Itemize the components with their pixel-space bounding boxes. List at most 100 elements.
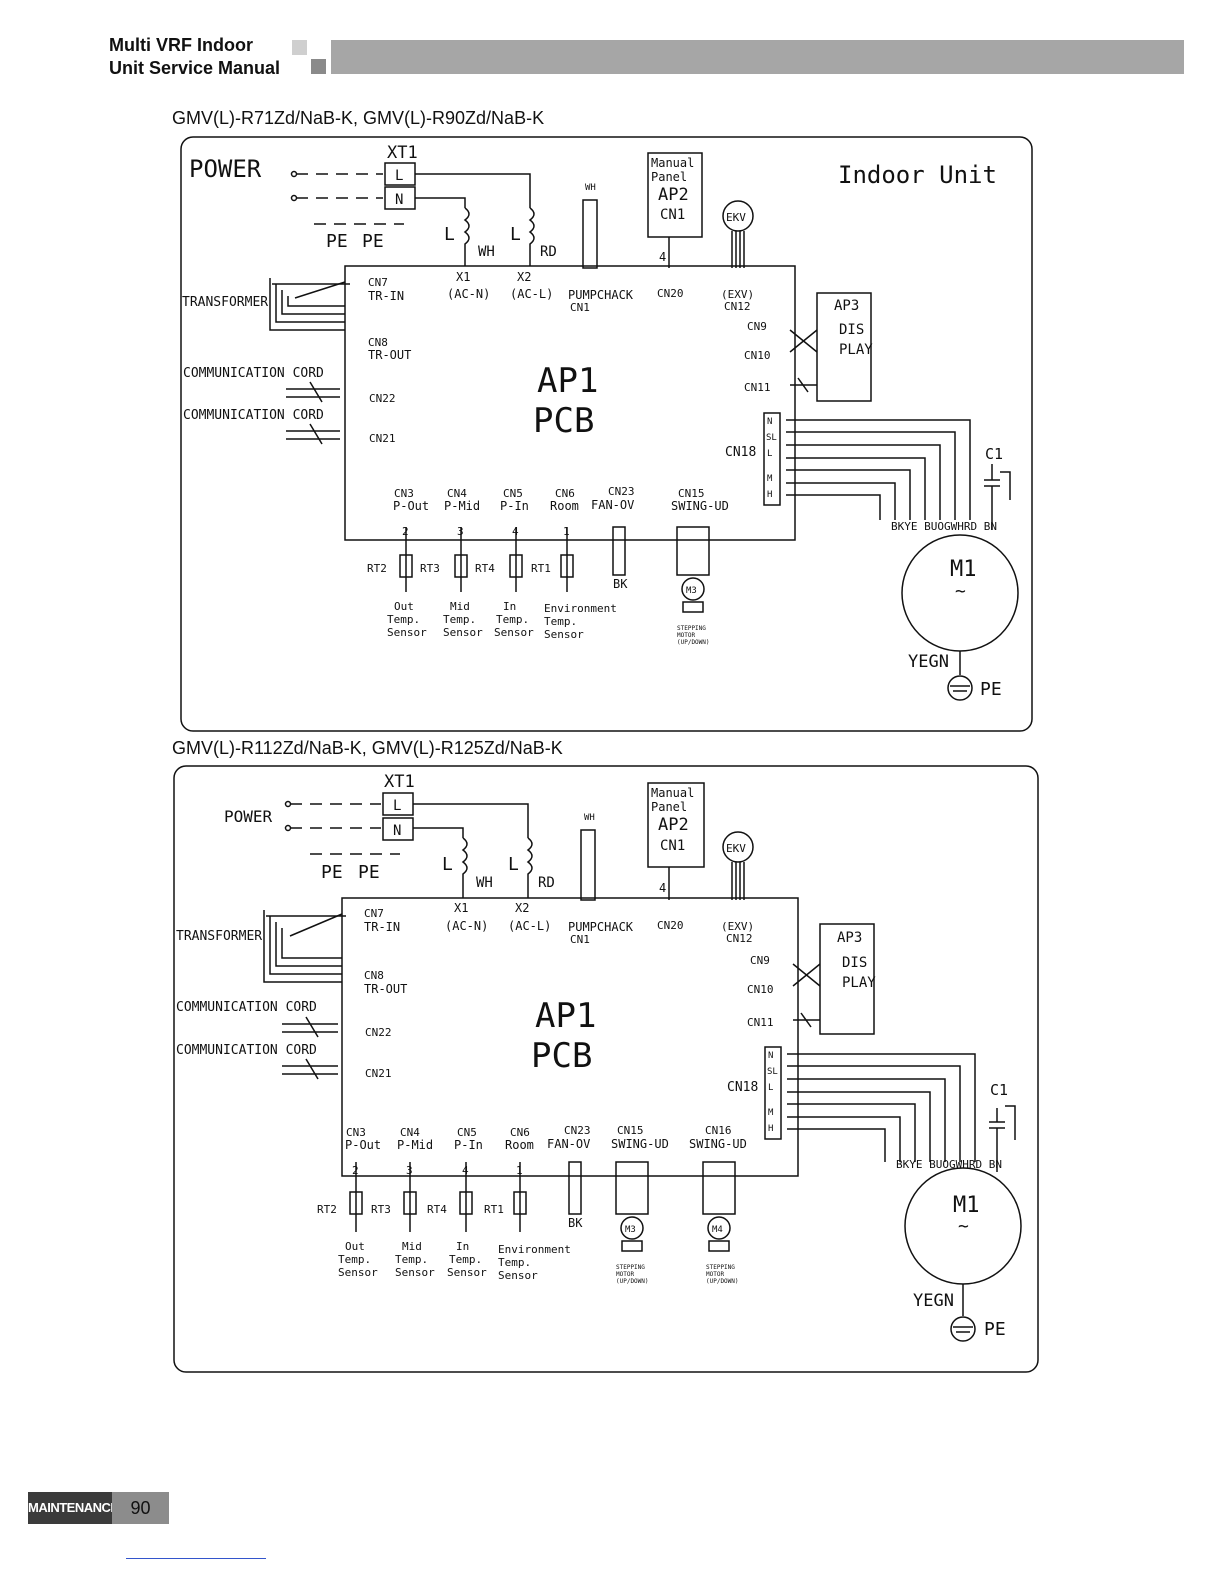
pe-right-2: PE: [358, 862, 380, 883]
stepping-label-2-2: MOTOR: [616, 1271, 634, 1278]
exv-label-2: (EXV): [721, 920, 754, 933]
transformer-label: TRANSFORMER: [182, 295, 268, 310]
cn7-label: CN7: [368, 276, 388, 289]
x1-label-2: X1: [454, 901, 468, 915]
stepping-label-3-2: (UP/DOWN): [616, 1278, 649, 1285]
comm-cord-1-label: COMMUNICATION CORD: [183, 366, 324, 381]
fan-wire-colors-2: BKYE BUOGWHRD BN: [896, 1158, 1002, 1171]
cn3-label-2: CN3: [346, 1126, 366, 1139]
tr-in-label: TR-IN: [368, 289, 404, 303]
page-number: 90: [112, 1492, 169, 1524]
transformer-label-2: TRANSFORMER: [176, 929, 262, 944]
wire-wh: WH: [478, 244, 495, 260]
pump-wh-2: WH: [584, 813, 595, 823]
ap1-label-2: AP1: [535, 996, 596, 1036]
ap2-cn1-label-2: CN1: [660, 838, 685, 854]
pump-wh: WH: [585, 183, 596, 193]
in-label-2: Temp.: [496, 613, 529, 626]
pin-1: 1: [563, 525, 570, 538]
panel-label: Panel: [651, 170, 687, 184]
out-label-1-2: Out: [345, 1240, 365, 1253]
mid-label-3: Sensor: [443, 626, 483, 639]
cn5-label-2: CN5: [457, 1126, 477, 1139]
x2-label: X2: [517, 270, 531, 284]
dis-label: DIS: [839, 322, 864, 338]
diagram-1-frame: [180, 136, 1033, 732]
cn10-label-2: CN10: [747, 983, 774, 996]
stepping-label-1: STEPPING: [677, 625, 706, 632]
x1-sub: (AC-N): [447, 287, 490, 301]
play-label: PLAY: [839, 342, 873, 358]
fan-l: L: [767, 449, 772, 459]
c1-label-2: C1: [990, 1081, 1008, 1099]
tr-in-label-2: TR-IN: [364, 920, 400, 934]
pump-cn1-label-2: CN1: [570, 933, 590, 946]
rt4-label-2: RT4: [427, 1203, 447, 1216]
m3-label-2: M3: [625, 1225, 636, 1235]
cn23-label-2: CN23: [564, 1124, 591, 1137]
four-wire-label-2: 4: [659, 881, 666, 895]
p-mid-label-2: P-Mid: [397, 1138, 433, 1152]
diagram-2-frame: [173, 765, 1039, 1373]
x2-sub: (AC-L): [510, 287, 553, 301]
in-label-3-2: Sensor: [447, 1266, 487, 1279]
pin-1-2: 1: [516, 1164, 523, 1177]
m3-label: M3: [686, 586, 697, 596]
exv-label: (EXV): [721, 288, 754, 301]
cn5-label: CN5: [503, 487, 523, 500]
in-label-2-2: Temp.: [449, 1253, 482, 1266]
c1-label: C1: [985, 445, 1003, 463]
p-in-label: P-In: [500, 499, 529, 513]
stepping-label-3: (UP/DOWN): [677, 639, 710, 646]
wire-rd-2: RD: [538, 875, 555, 891]
rt2-label: RT2: [367, 562, 387, 575]
xt1-n-2: N: [393, 823, 401, 839]
ap3-label-2: AP3: [837, 930, 862, 946]
room-label: Room: [550, 499, 579, 513]
out-label-2-2: Temp.: [338, 1253, 371, 1266]
wire-wh-2: WH: [476, 875, 493, 891]
cn6-label: CN6: [555, 487, 575, 500]
comm-cord-2-label-2: COMMUNICATION CORD: [176, 1043, 317, 1058]
out-label-2: Temp.: [387, 613, 420, 626]
wire-l2-2: L: [508, 854, 519, 875]
in-label-1-2: In: [456, 1240, 469, 1253]
fan-wire-colors: BKYE BUOGWHRD BN: [891, 520, 997, 533]
pin-4-2: 4: [462, 1164, 469, 1177]
p-mid-label: P-Mid: [444, 499, 480, 513]
stepping-label-6-2: (UP/DOWN): [706, 1278, 739, 1285]
stepping-label-4-2: STEPPING: [706, 1264, 735, 1271]
rt3-label: RT3: [420, 562, 440, 575]
pcb-board-2: [341, 897, 799, 1177]
yegn-label: YEGN: [908, 652, 949, 672]
wire-l1-2: L: [442, 854, 453, 875]
cn3-label: CN3: [394, 487, 414, 500]
manual-panel-box: [647, 152, 703, 238]
yegn-label-2: YEGN: [913, 1291, 954, 1311]
header-square: [311, 59, 326, 74]
cn15-label-2: CN15: [617, 1124, 644, 1137]
power-label-2: POWER: [224, 807, 273, 826]
cn11-label-2: CN11: [747, 1016, 774, 1029]
cn21-label: CN21: [369, 432, 396, 445]
out-label-3: Sensor: [387, 626, 427, 639]
mid-label-2: Temp.: [443, 613, 476, 626]
pcb-label-2: PCB: [531, 1036, 592, 1076]
cn18-label: CN18: [725, 445, 756, 460]
pin-4: 4: [512, 525, 519, 538]
pe-motor-label: PE: [980, 679, 1002, 700]
bk-label-2: BK: [568, 1216, 583, 1230]
dis-label-2: DIS: [842, 955, 867, 971]
diagram-1-model-title: GMV(L)-R71Zd/NaB-K, GMV(L)-R90Zd/NaB-K: [172, 108, 545, 128]
manual-title-line2: Unit Service Manual: [109, 58, 281, 78]
x2-sub-2: (AC-L): [508, 919, 551, 933]
stepping-motor-m3: [681, 577, 705, 601]
pcb-board: [344, 265, 796, 541]
mid-label-1-2: Mid: [402, 1240, 422, 1253]
ap3-display-box: [816, 292, 872, 402]
fan-l-2: L: [768, 1083, 773, 1093]
m4-label-2: M4: [712, 1225, 723, 1235]
in-label-3: Sensor: [494, 626, 534, 639]
pe-left-2: PE: [321, 862, 343, 883]
wire-l2: L: [510, 224, 521, 245]
